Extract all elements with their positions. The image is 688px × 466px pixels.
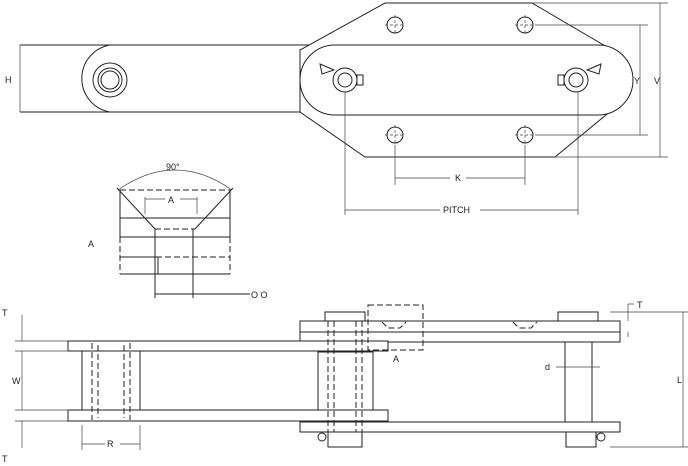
pin-head	[563, 67, 589, 93]
top-view: H V Y K PITCH	[5, 2, 668, 215]
left-dimension-lines	[15, 315, 141, 450]
pin-core	[568, 72, 584, 88]
wing-pins	[319, 63, 602, 93]
t-left-bottom-label: T	[2, 454, 8, 464]
t-left-top-label: T	[2, 308, 8, 318]
cotter	[557, 74, 565, 86]
pin-head	[324, 311, 366, 322]
k-pitch-dimension-lines	[344, 92, 579, 215]
pitch-label: PITCH	[443, 205, 470, 215]
v-label: V	[654, 76, 660, 86]
pin-end	[97, 67, 123, 93]
inner-plate-top	[67, 340, 389, 352]
w-label: W	[12, 376, 21, 386]
roller	[81, 350, 141, 411]
pin-core	[337, 72, 353, 88]
inner-plate-bottom	[67, 409, 389, 422]
countersink-detail: 90° A A O O	[88, 162, 268, 300]
v-y-dimension-lines	[532, 2, 668, 158]
pin-head	[332, 67, 358, 93]
pin-hole	[92, 62, 128, 98]
wing-nut-icon	[319, 63, 336, 75]
oo-label: O O	[251, 290, 268, 300]
a-side-label: A	[393, 354, 399, 364]
outer-plate-bottom	[299, 421, 621, 433]
a-left-label: A	[88, 239, 94, 249]
cotter	[356, 74, 364, 86]
pin-end	[327, 431, 363, 448]
l-label: L	[677, 375, 682, 385]
a-top-label: A	[168, 195, 174, 205]
pin	[564, 341, 593, 423]
pin-head	[557, 311, 599, 322]
link-plate	[299, 44, 634, 116]
cotter-pin	[596, 432, 606, 442]
side-view: A d T L T W R T	[2, 300, 688, 464]
bolt-holes	[385, 15, 535, 145]
left-link-arm	[20, 44, 330, 113]
cotter-pin	[317, 432, 327, 442]
angle-arc	[117, 169, 233, 191]
angle-label: 90°	[166, 162, 180, 172]
y-label: Y	[634, 76, 640, 86]
d-label: d	[545, 362, 550, 372]
l-t-dimension-lines	[610, 303, 688, 448]
pin-end-inner	[100, 70, 120, 90]
wing-nut-icon	[585, 63, 602, 75]
pin-end	[565, 431, 597, 448]
attachment-plate-side	[299, 320, 621, 333]
h-label: H	[5, 75, 12, 85]
t-right-label: T	[637, 300, 643, 310]
r-label: R	[107, 439, 114, 449]
k-label: K	[455, 173, 461, 183]
outer-plate-top	[299, 331, 621, 343]
roller	[317, 351, 374, 411]
